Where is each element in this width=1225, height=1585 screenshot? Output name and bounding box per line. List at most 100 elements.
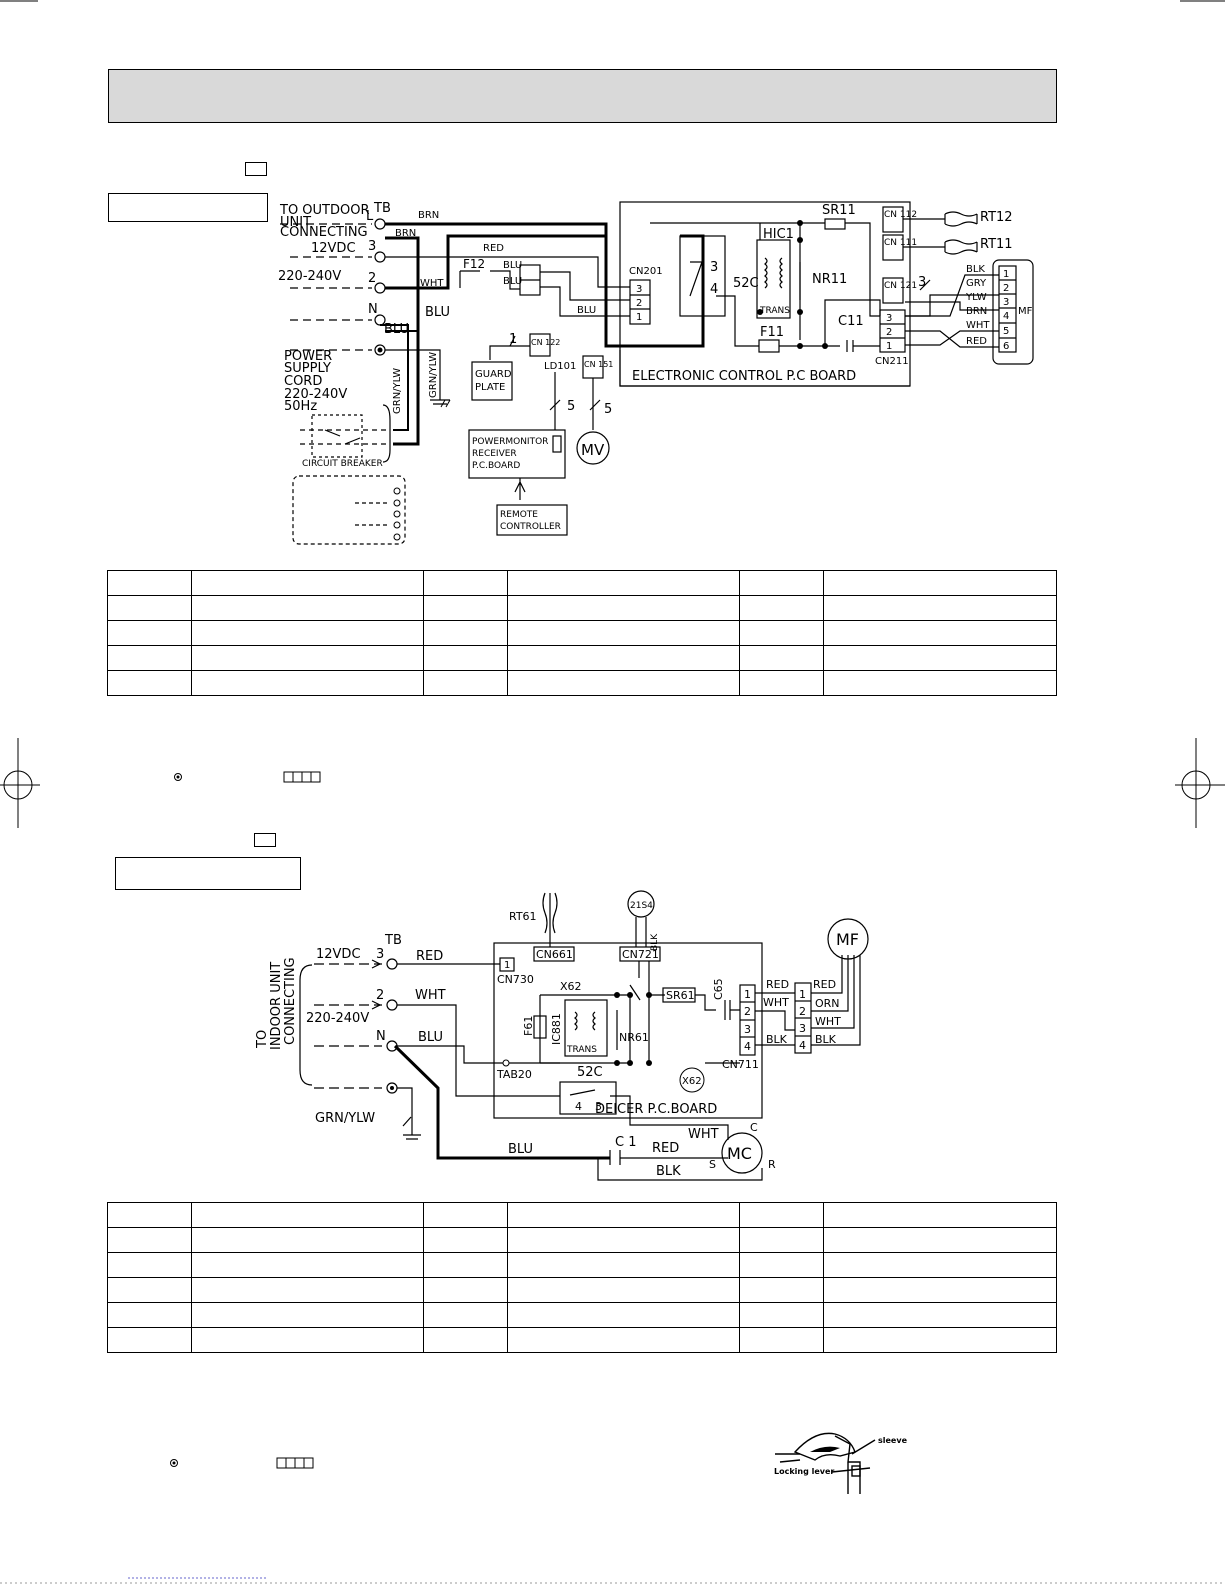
table-cell (107, 670, 192, 696)
table-cell (422, 1202, 508, 1228)
wire-blk-c1: BLK (656, 1164, 681, 1179)
indoor-wiring-diagram: TB L TO OUTDOOR UNIT CONNECTING 12VDC 3 … (278, 201, 1034, 545)
cn711-1: 1 (744, 988, 751, 1001)
cn711-2: 2 (744, 1005, 751, 1018)
table-row (107, 645, 1057, 671)
table-cell (506, 595, 741, 621)
table-cell (823, 1302, 1057, 1328)
table-cell (739, 645, 825, 671)
table-cell (823, 1327, 1057, 1353)
table-cell (190, 645, 424, 671)
label-f12: F12 (463, 257, 485, 271)
label-hic1: HIC1 (763, 227, 794, 242)
label-220v-2: 220-240V (306, 1011, 369, 1026)
mf-brn: BRN (966, 306, 987, 317)
mf2-1: 1 (799, 988, 806, 1001)
table-cell (107, 1302, 192, 1328)
label-nr61: NR61 (619, 1031, 649, 1044)
label-rt11: RT11 (980, 237, 1013, 252)
label-52c: 52C (733, 276, 759, 291)
relay52c-3: 3 (595, 1100, 602, 1113)
relay52c-4: 4 (575, 1100, 582, 1113)
pm-2: RECEIVER (472, 449, 517, 459)
blu-cn: BLU (577, 305, 596, 316)
table-cell (506, 670, 741, 696)
tb-label: TB (373, 201, 391, 216)
table-row (107, 1327, 1057, 1353)
label-deicer: DEICER P.C.BOARD (595, 1102, 717, 1117)
terminal-note-1 (174, 771, 321, 783)
table-cell (190, 1327, 424, 1353)
table-cell (506, 1302, 741, 1328)
mf-pin-1: 1 (1003, 269, 1009, 280)
power-5: 50Hz (284, 399, 317, 414)
model-code-box (245, 162, 267, 176)
table-cell (107, 1327, 192, 1353)
label-mc: MC (727, 1144, 752, 1163)
table-cell (190, 1252, 424, 1278)
power-1: POWER (284, 349, 332, 364)
wire-red: RED (416, 949, 443, 964)
conn-to: TO (255, 1030, 270, 1049)
table-cell (506, 1202, 741, 1228)
table-cell (739, 1277, 825, 1303)
label-cn151: CN 151 (584, 360, 613, 369)
label-c-term: C (750, 1121, 758, 1134)
label-x62-circle: X62 (682, 1076, 702, 1087)
remote-1: REMOTE (500, 510, 538, 520)
label-mf: MF (1018, 306, 1033, 317)
terminal-2: 2 (368, 271, 376, 286)
table-row (107, 1202, 1057, 1228)
label-f61: F61 (522, 1016, 535, 1036)
table-cell (422, 670, 508, 696)
table-cell (107, 620, 192, 646)
label-tab20: TAB20 (496, 1068, 532, 1081)
table-cell (823, 1202, 1057, 1228)
cn201-2: 2 (636, 298, 642, 309)
outdoor-conn-1: TO OUTDOOR (279, 203, 370, 218)
grnylw-2: GRN/YLW (428, 352, 439, 398)
label-ic881: IC881 (550, 1013, 563, 1045)
table-cell (506, 1252, 741, 1278)
guard-1: GUARD (475, 369, 512, 380)
power-2: SUPPLY (284, 361, 331, 376)
table-cell (422, 620, 508, 646)
blu-n: BLU (384, 322, 409, 337)
mf2-4: 4 (799, 1039, 806, 1052)
label-cn721: CN721 (622, 948, 659, 961)
label-f11: F11 (760, 325, 784, 340)
table-cell (739, 1202, 825, 1228)
terminal-n: N (368, 302, 378, 317)
table-cell (107, 1252, 192, 1278)
table-cell (422, 1252, 508, 1278)
label-cn121: CN 121 (884, 281, 917, 291)
w-red-a: RED (766, 978, 789, 991)
mf-pin-4: 4 (1003, 311, 1009, 322)
cn211-3: 3 (886, 313, 892, 324)
outdoor-wiring-diagram: TO INDOOR UNIT CONNECTING TB 12VDC 3 2 2… (255, 890, 869, 1181)
diagram-title-indoor (108, 193, 268, 222)
table-cell (107, 1202, 192, 1228)
table-cell (739, 1252, 825, 1278)
wire-red-c1: RED (652, 1141, 679, 1156)
table-cell (823, 1252, 1057, 1278)
table-row (107, 1302, 1057, 1328)
label-tb2: TB (384, 933, 402, 948)
mf2-2: 2 (799, 1005, 806, 1018)
mf-ylw: YLW (965, 292, 987, 303)
model-code-box-2 (254, 833, 276, 847)
table-cell (506, 1327, 741, 1353)
label-220v: 220-240V (278, 269, 341, 284)
breaker-label: CIRCUIT BREAKER (302, 459, 383, 469)
table-cell (506, 1227, 741, 1253)
remote-2: CONTROLLER (500, 522, 561, 532)
w-wht-b: WHT (815, 1015, 841, 1028)
num-3: 3 (918, 275, 926, 290)
table-cell (107, 1277, 192, 1303)
table-cell (823, 1277, 1057, 1303)
grnylw-1: GRN/YLW (392, 368, 403, 414)
conn-connecting: CONNECTING (283, 957, 298, 1045)
conn-indoor: INDOOR UNIT (269, 962, 284, 1050)
cn711-3: 3 (744, 1023, 751, 1036)
table-row (107, 1227, 1057, 1253)
